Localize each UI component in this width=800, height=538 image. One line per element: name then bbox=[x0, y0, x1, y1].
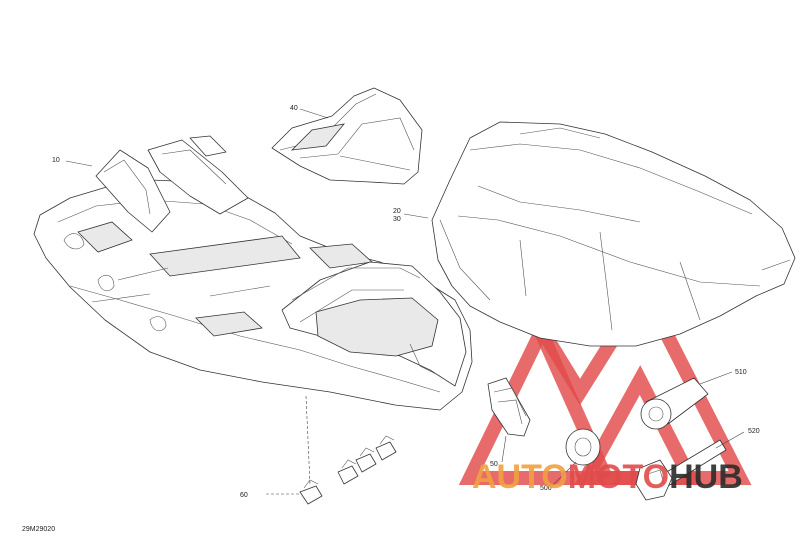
callout-520: 520 bbox=[748, 428, 760, 435]
storage-tray-part-40 bbox=[271, 87, 423, 185]
callout-40: 40 bbox=[290, 105, 298, 112]
watermark-text: AUTOMOTOHUB bbox=[472, 458, 743, 496]
drawing-code: 29M29020 bbox=[22, 526, 55, 533]
svg-text:AUTOMOTOHUB: AUTOMOTOHUB bbox=[472, 458, 743, 496]
seat-cushion-part-20-30 bbox=[431, 121, 796, 347]
callout-510: 510 bbox=[735, 369, 747, 376]
callout-500: 500 bbox=[540, 485, 552, 492]
watermark-text-moto: MOTO bbox=[568, 458, 669, 496]
watermark-text-hub: HUB bbox=[669, 458, 743, 496]
bolt-part-520 bbox=[635, 439, 727, 501]
leader-lines bbox=[65, 108, 745, 495]
watermark-text-auto: AUTO bbox=[472, 458, 568, 496]
latch-part-50 bbox=[487, 377, 531, 437]
seat-base-part-10 bbox=[33, 135, 473, 411]
sleeve-part-510 bbox=[640, 377, 709, 430]
callout-20: 20 bbox=[393, 208, 401, 215]
callout-50: 50 bbox=[490, 461, 498, 468]
bushing-part-500 bbox=[565, 428, 601, 466]
callout-60: 60 bbox=[240, 492, 248, 499]
callout-30: 30 bbox=[393, 216, 401, 223]
callout-10: 10 bbox=[52, 157, 60, 164]
push-clips-part-60 bbox=[299, 435, 397, 505]
callout-labels: 10 20 30 40 50 60 500 510 520 29M29020 bbox=[22, 105, 760, 533]
